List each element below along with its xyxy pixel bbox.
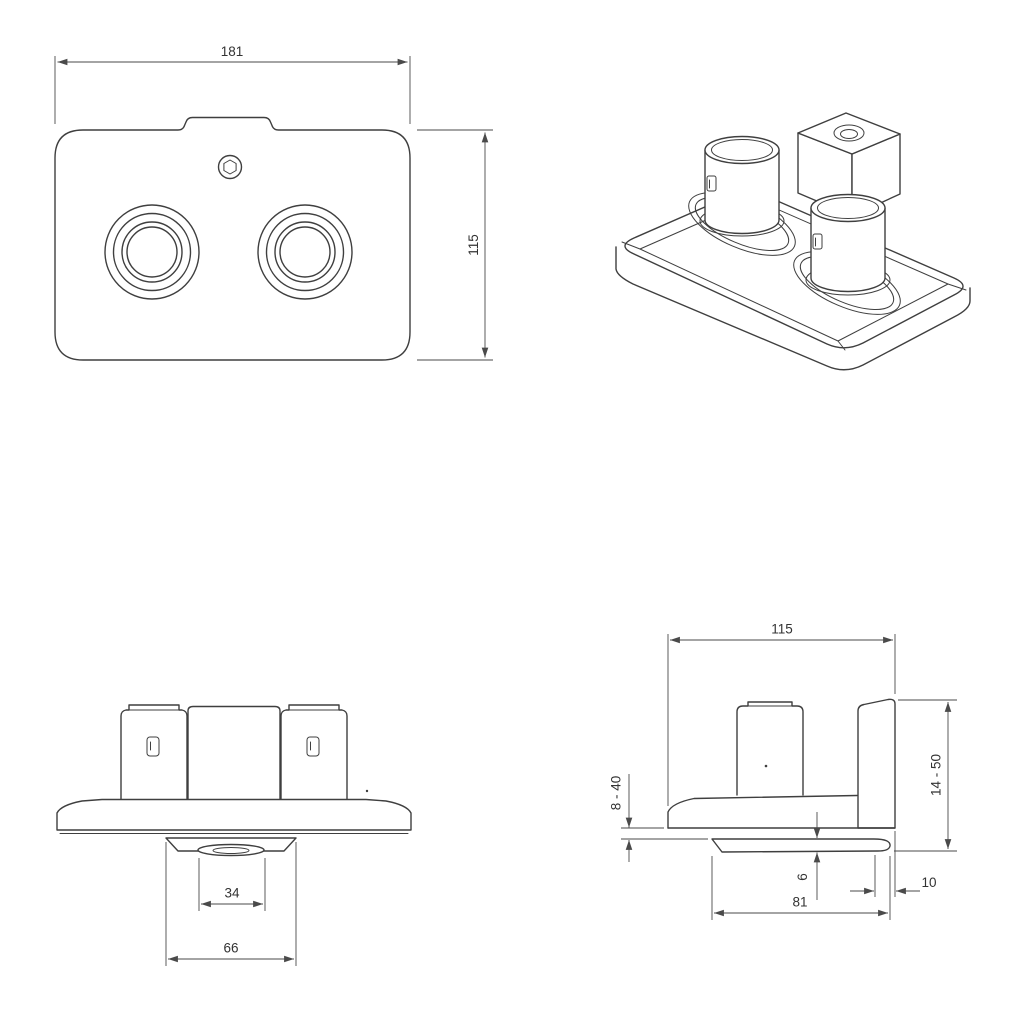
left-port-outer-ring bbox=[104, 204, 200, 300]
iso-corner-crease bbox=[837, 340, 846, 351]
iso-cylinder-left-slot bbox=[706, 175, 717, 192]
screw-hex-socket bbox=[223, 159, 237, 175]
left-connector-post bbox=[120, 704, 188, 800]
dim-height-label: 115 bbox=[466, 234, 481, 256]
iso-cylinder-left-cap bbox=[711, 139, 773, 161]
right-port-inner-ring bbox=[274, 221, 336, 283]
right-port-outer-ring bbox=[257, 204, 353, 300]
left-port-bezel-ring bbox=[112, 212, 192, 292]
iso-cylinder-left-top bbox=[704, 135, 780, 165]
iso-baseplate-side bbox=[615, 246, 971, 371]
connector-post-side bbox=[736, 701, 804, 796]
screw-head bbox=[217, 154, 243, 180]
dim-overall-range-label: 14 - 50 bbox=[929, 754, 944, 796]
clamp-pad-inner bbox=[212, 847, 250, 854]
latch-pin-dot bbox=[764, 764, 768, 768]
dim-clamp-depth-label: 81 bbox=[792, 895, 807, 910]
clamp-pad bbox=[197, 843, 265, 857]
right-post-latch-slot bbox=[306, 736, 320, 757]
iso-cylinder-left-body bbox=[704, 149, 780, 235]
bottom-view-dimensions: 34 66 bbox=[165, 842, 297, 966]
iso-block-hole-rim bbox=[833, 124, 865, 142]
side-view-dimensions: 115 8 - 40 14 - 50 6 10 81 bbox=[609, 622, 957, 920]
clamp-arm bbox=[711, 838, 891, 853]
iso-cylinder-right-body bbox=[810, 207, 886, 293]
left-port-bore bbox=[126, 226, 178, 278]
front-view-dimensions: 181 115 bbox=[54, 44, 493, 361]
dim-clamp-range-label: 8 - 40 bbox=[609, 776, 624, 811]
right-connector-post bbox=[280, 704, 348, 800]
iso-block-hole-bore bbox=[840, 129, 858, 139]
dim-clamp-width-label: 66 bbox=[223, 941, 238, 956]
wall-flange bbox=[857, 698, 896, 829]
detail-dot bbox=[365, 789, 369, 793]
dim-pad-width-label: 34 bbox=[224, 886, 240, 901]
side-elevation-view: 115 8 - 40 14 - 50 6 10 81 bbox=[609, 622, 957, 920]
left-post-latch-slot bbox=[146, 736, 160, 757]
right-port-bezel-ring bbox=[265, 212, 345, 292]
iso-cylinder-right-slot bbox=[812, 233, 823, 250]
iso-block-top-face bbox=[797, 112, 901, 155]
dim-width-label: 181 bbox=[221, 44, 244, 59]
isometric-view bbox=[615, 112, 971, 371]
dim-depth-label: 115 bbox=[771, 622, 793, 637]
base-plate-profile bbox=[56, 798, 412, 831]
iso-corner-crease bbox=[621, 241, 641, 250]
iso-cylinder-right-top bbox=[810, 193, 886, 223]
clamp-body-profile bbox=[165, 837, 297, 852]
iso-corner-crease bbox=[947, 283, 967, 291]
right-port-bore bbox=[279, 226, 331, 278]
bottom-elevation-view: 34 66 bbox=[56, 704, 412, 966]
base-top-profile bbox=[667, 794, 858, 829]
center-block bbox=[187, 705, 281, 800]
plate-outline bbox=[54, 116, 411, 361]
front-view: 181 115 bbox=[54, 44, 493, 361]
dim-edge-offset-label: 10 bbox=[921, 875, 936, 890]
dim-pad-thickness-label: 6 bbox=[795, 873, 810, 881]
left-port-inner-ring bbox=[121, 221, 183, 283]
iso-cylinder-right-cap bbox=[817, 197, 879, 219]
